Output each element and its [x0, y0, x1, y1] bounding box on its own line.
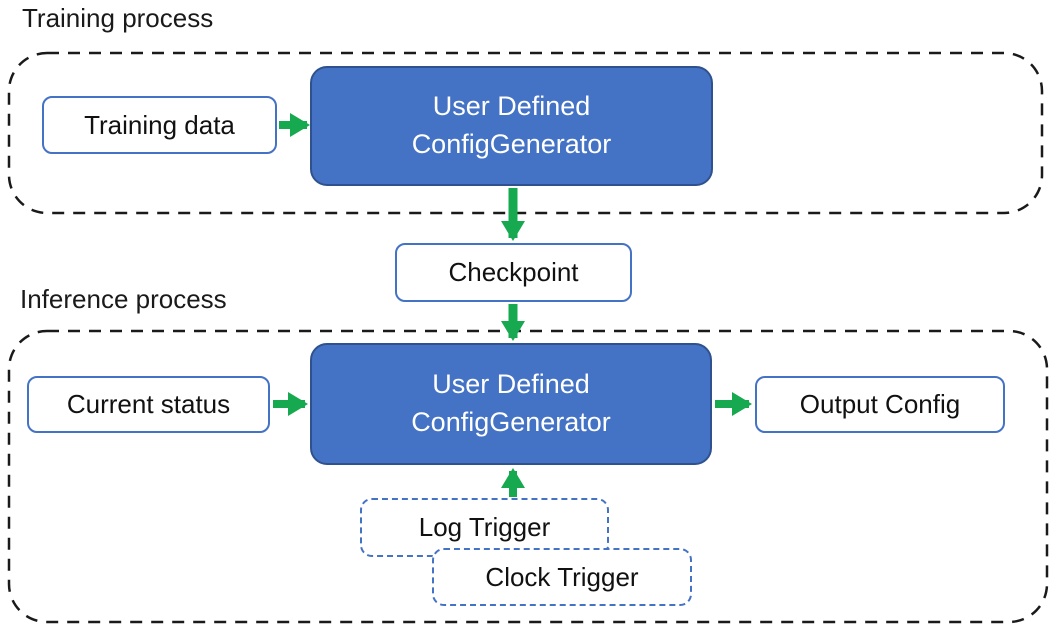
current-status-box: Current status — [27, 376, 270, 433]
training-config-generator-line1: User Defined — [432, 91, 591, 122]
inference-config-generator-line1: User Defined — [432, 369, 590, 400]
checkpoint-box: Checkpoint — [395, 243, 632, 302]
training-data-box: Training data — [42, 96, 277, 154]
inference-process-label: Inference process — [20, 284, 227, 314]
inference-config-generator-line2: ConfigGenerator — [411, 407, 611, 437]
training-config-generator-line2: ConfigGenerator — [411, 129, 612, 159]
clock-trigger-box: Clock Trigger — [432, 548, 692, 606]
inference-config-generator-box: User Defined ConfigGenerator — [310, 343, 712, 465]
training-config-generator-box: User Defined ConfigGenerator — [310, 66, 713, 186]
training-process-label: Training process — [22, 3, 214, 33]
output-config-box: Output Config — [755, 376, 1005, 433]
